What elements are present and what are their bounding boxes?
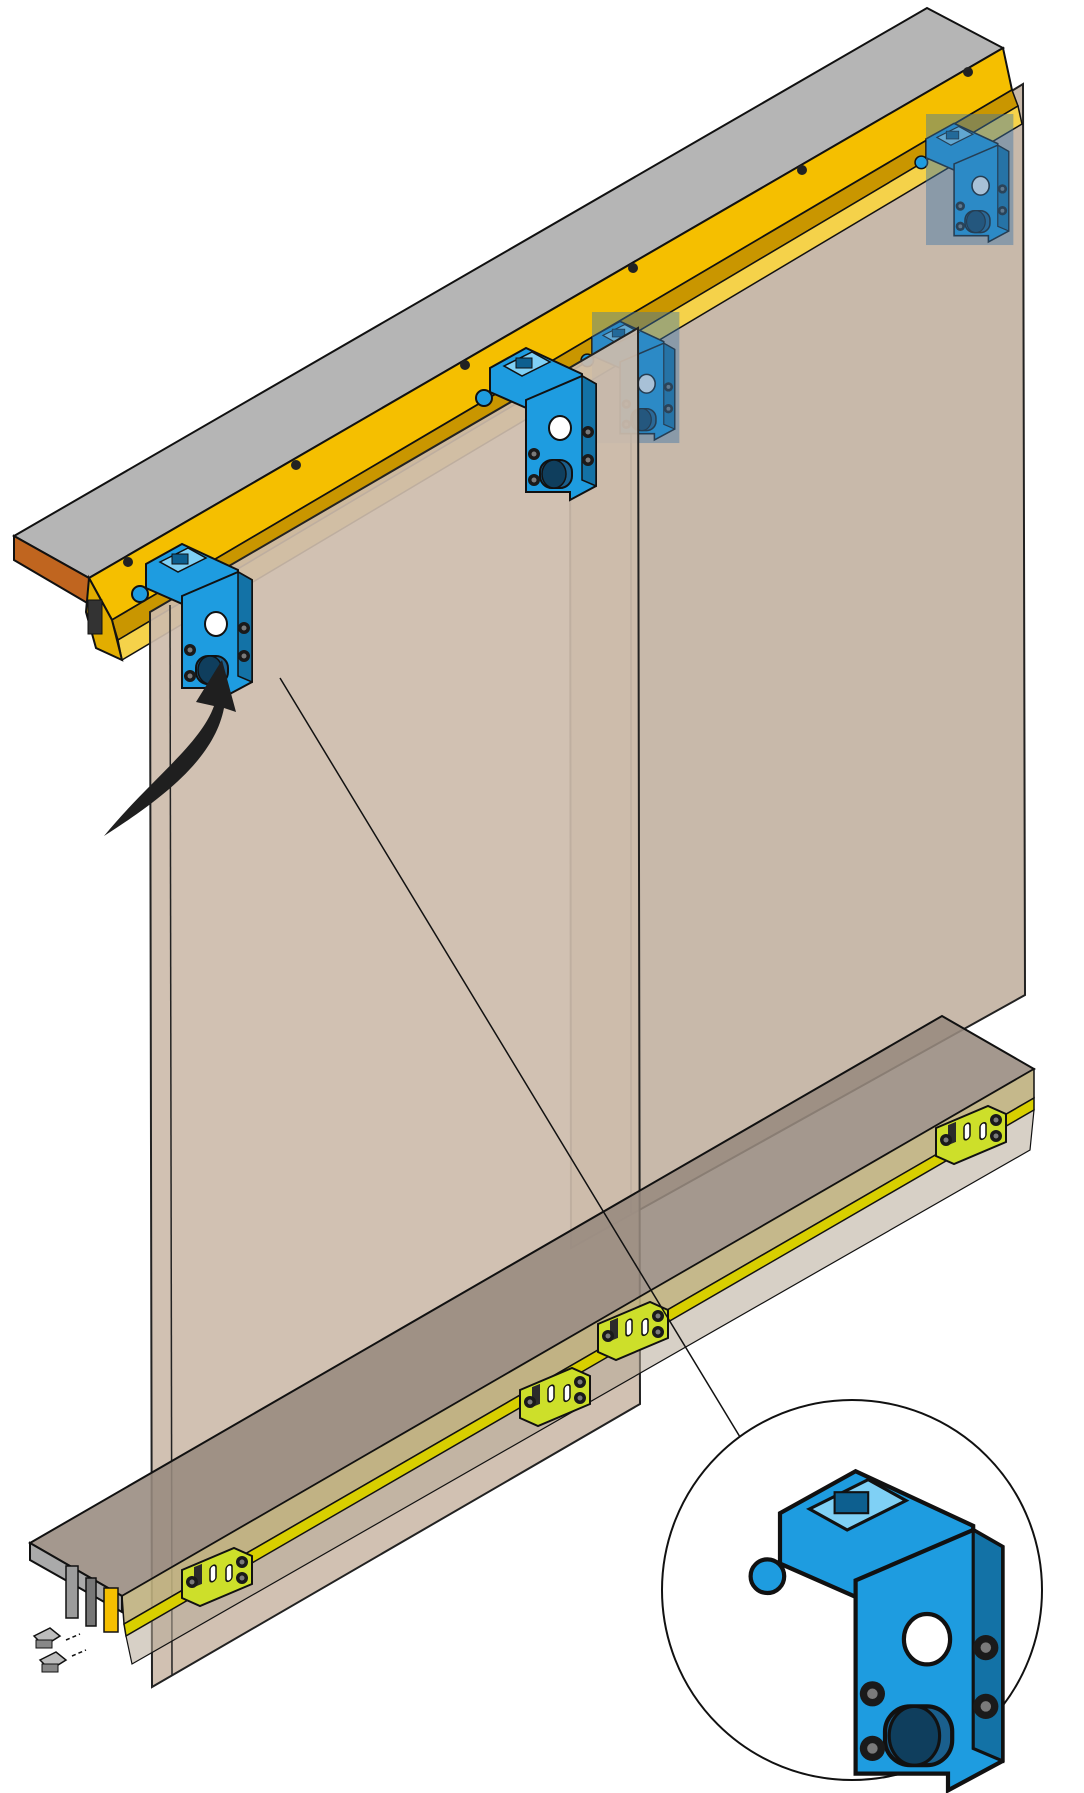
end-cap-1 <box>32 1627 62 1649</box>
detail-callout <box>661 1399 1043 1790</box>
end-cap-2 <box>38 1651 68 1673</box>
detail-leader-line <box>279 677 761 1471</box>
insertion-arrow <box>104 660 236 836</box>
carriage-back-right <box>915 114 1014 246</box>
